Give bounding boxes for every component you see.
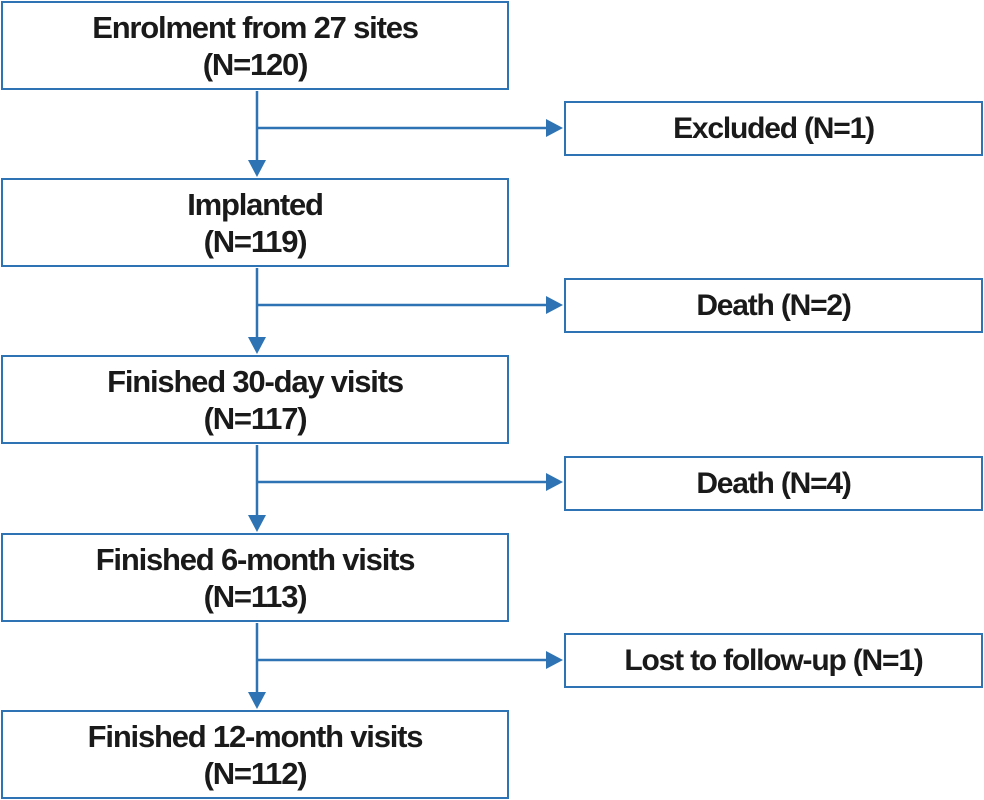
stage-count: (N=117) [203,400,308,436]
stage-count: (N=120) [202,46,309,82]
enrolment-box: Enrolment from 27 sites (N=120) [1,1,509,90]
exit-label: Death (N=4) [696,467,852,500]
arrow-right-icon [546,651,563,669]
stage-label: Implanted [187,186,324,222]
lost-to-follow-up-box: Lost to follow-up (N=1) [564,633,983,688]
stage-count: (N=113) [203,578,308,614]
stage-label: Finished 30-day visits [107,363,404,399]
death-box-30-day: Death (N=2) [564,278,983,333]
down-arrow-2 [248,445,266,532]
arrow-right-icon [546,119,563,137]
right-arrow-1 [257,296,563,314]
exit-label: Excluded (N=1) [673,112,875,145]
down-arrow-1 [248,268,266,354]
right-arrow-3 [257,651,563,669]
right-arrow-2 [257,473,563,491]
stage-count: (N=112) [203,755,308,791]
stage-label: Finished 6-month visits [95,541,416,577]
arrow-right-icon [546,296,563,314]
twelve-month-visits-box: Finished 12-month visits (N=112) [1,710,509,799]
right-arrow-0 [257,119,563,137]
stage-label: Enrolment from 27 sites [92,9,419,45]
arrow-down-icon [248,515,266,532]
thirty-day-visits-box: Finished 30-day visits (N=117) [1,355,509,444]
stage-label: Finished 12-month visits [87,718,424,754]
death-box-6-month: Death (N=4) [564,456,983,511]
stage-count: (N=119) [203,223,308,259]
down-arrow-0 [248,91,266,177]
exit-label: Death (N=2) [696,289,852,322]
excluded-box: Excluded (N=1) [564,101,983,156]
arrow-down-icon [248,337,266,354]
arrow-right-icon [546,473,563,491]
down-arrow-3 [248,623,266,709]
arrow-down-icon [248,160,266,177]
six-month-visits-box: Finished 6-month visits (N=113) [1,533,509,622]
arrow-down-icon [248,692,266,709]
implanted-box: Implanted (N=119) [1,178,509,267]
exit-label: Lost to follow-up (N=1) [624,644,923,677]
